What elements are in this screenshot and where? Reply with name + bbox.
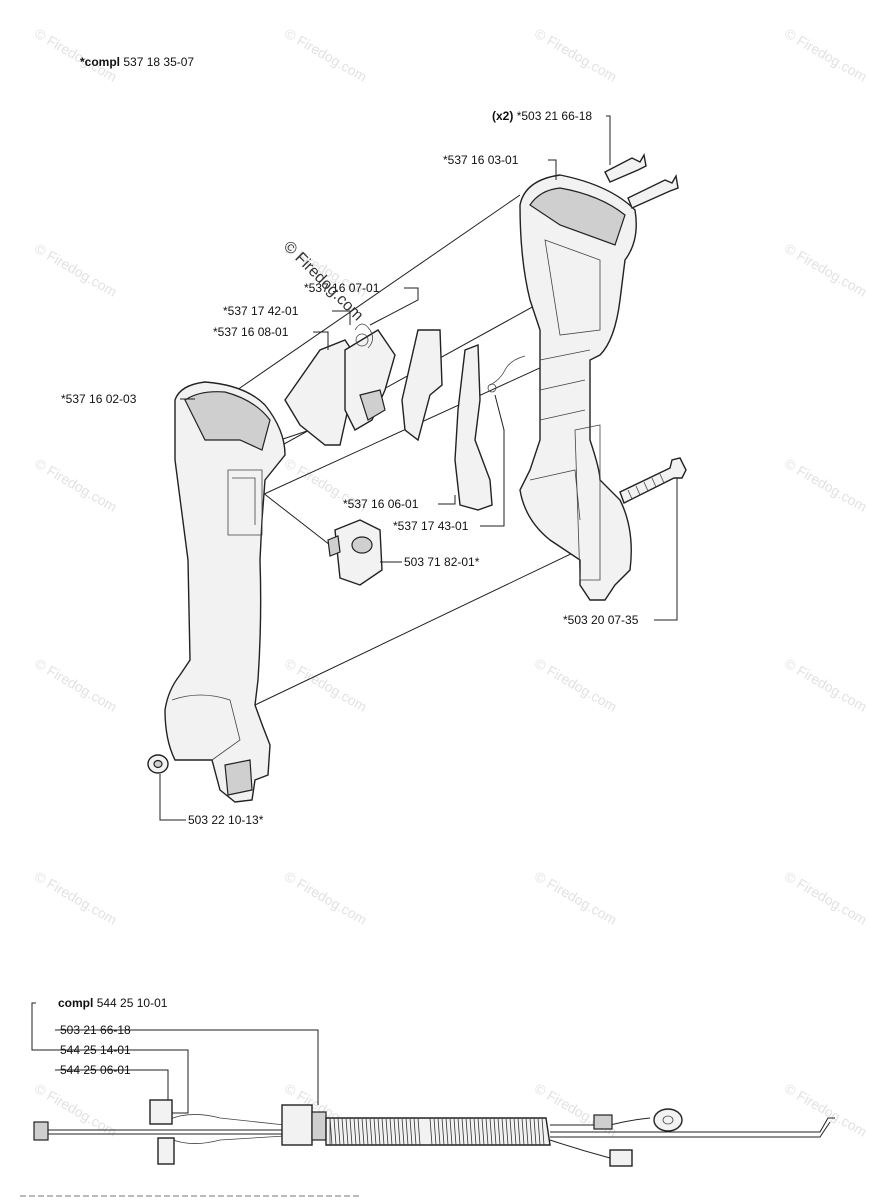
lockout-drawing (454, 343, 526, 511)
label-spring-1: *537 16 07-01 (304, 281, 380, 295)
bottom-assembly-label: compl 544 25 10-01 (58, 996, 168, 1010)
top-assembly-label: *compl 537 18 35-07 (80, 55, 195, 69)
label-spring-3: *537 17 43-01 (393, 519, 469, 533)
assembly-guide-lines (236, 194, 601, 706)
screws-drawing (604, 152, 679, 209)
label-lockout: *537 16 06-01 (343, 497, 419, 511)
bottom-item-3: 544 25 06-01 (60, 1063, 131, 1077)
label-spring-2: *537 17 42-01 (223, 304, 299, 318)
label-throttle: *537 16 08-01 (213, 325, 289, 339)
bottom-item-2: 544 25 14-01 (60, 1043, 131, 1057)
switch-drawing (327, 519, 383, 586)
wiring-harness-drawing (31, 1002, 835, 1167)
bottom-item-1: 503 21 66-18 (60, 1023, 131, 1037)
label-screws: (x2) *503 21 66-18 (492, 109, 593, 123)
left-handle-half (164, 381, 286, 803)
throttle-drawing (284, 323, 443, 446)
nut-drawing (147, 754, 169, 774)
label-nut: 503 22 10-13* (188, 813, 264, 827)
label-switch: 503 71 82-01* (404, 555, 480, 569)
label-right-half: *537 16 03-01 (443, 153, 519, 167)
bolt-drawing (619, 457, 687, 504)
label-left-half: *537 16 02-03 (61, 392, 137, 406)
label-bolt: *503 20 07-35 (563, 613, 639, 627)
right-handle-half (519, 174, 637, 601)
leader-lines (159, 115, 678, 821)
cable-coil (329, 1117, 545, 1146)
